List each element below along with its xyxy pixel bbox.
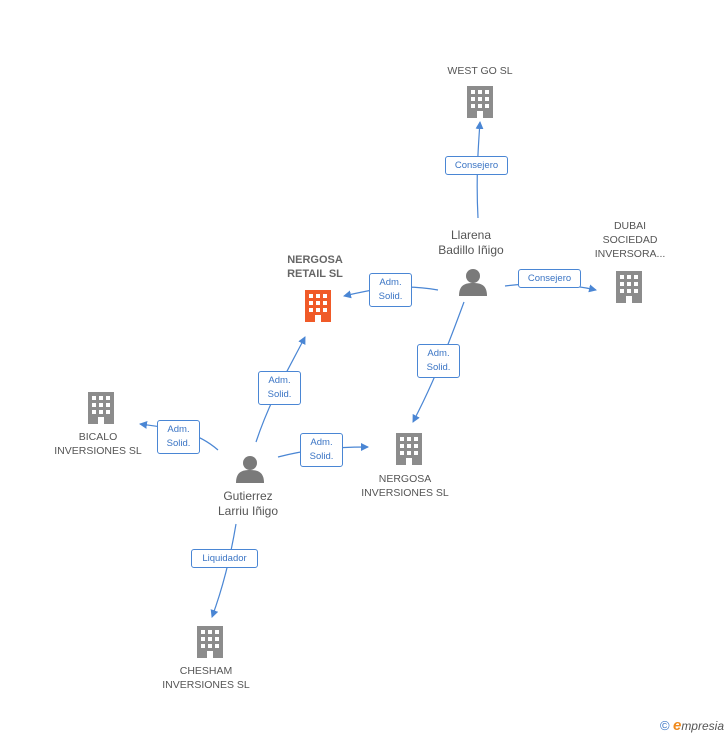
edge-label-adm-solid[interactable]: Adm. Solid. (300, 433, 343, 467)
edge-label-adm-solid[interactable]: Adm. Solid. (417, 344, 460, 378)
building-icon[interactable] (396, 433, 422, 465)
building-icon[interactable] (88, 392, 114, 424)
edge-label-adm-solid[interactable]: Adm. Solid. (258, 371, 301, 405)
building-icon[interactable] (467, 86, 493, 118)
edge-gutierrez-chesham (210, 523, 237, 618)
edge-label-consejero[interactable]: Consejero (518, 269, 581, 288)
person-icon[interactable] (459, 269, 487, 296)
person-icon[interactable] (236, 456, 264, 483)
node-label-bicalo[interactable]: BICALO INVERSIONES SL (54, 431, 142, 457)
edge-label-liquidador[interactable]: Liquidador (191, 549, 258, 568)
node-label-nergosa-inversiones[interactable]: NERGOSA INVERSIONES SL (361, 473, 449, 499)
node-label-nergosa-retail[interactable]: NERGOSA RETAIL SL (287, 254, 343, 280)
node-label-gutierrez[interactable]: Gutierrez Larriu Iñigo (217, 489, 279, 518)
building-icon[interactable] (197, 626, 223, 658)
copyright-symbol: © (660, 718, 670, 733)
building-icon[interactable] (616, 271, 642, 303)
edge-label-adm-solid[interactable]: Adm. Solid. (369, 273, 412, 307)
footer-brand: © empresia (660, 717, 724, 734)
edge-label-adm-solid[interactable]: Adm. Solid. (157, 420, 200, 454)
node-label-west-go[interactable]: WEST GO SL (447, 65, 513, 77)
node-label-dubai[interactable]: DUBAI SOCIEDAD INVERSORA... (594, 220, 666, 260)
edge-label-consejero[interactable]: Consejero (445, 156, 508, 175)
building-icon[interactable] (305, 290, 331, 322)
node-label-llarena[interactable]: Llarena Badillo Iñigo (438, 228, 504, 257)
brand-logo: empresia (672, 717, 724, 734)
node-label-chesham[interactable]: CHESHAM INVERSIONES SL (162, 665, 250, 691)
